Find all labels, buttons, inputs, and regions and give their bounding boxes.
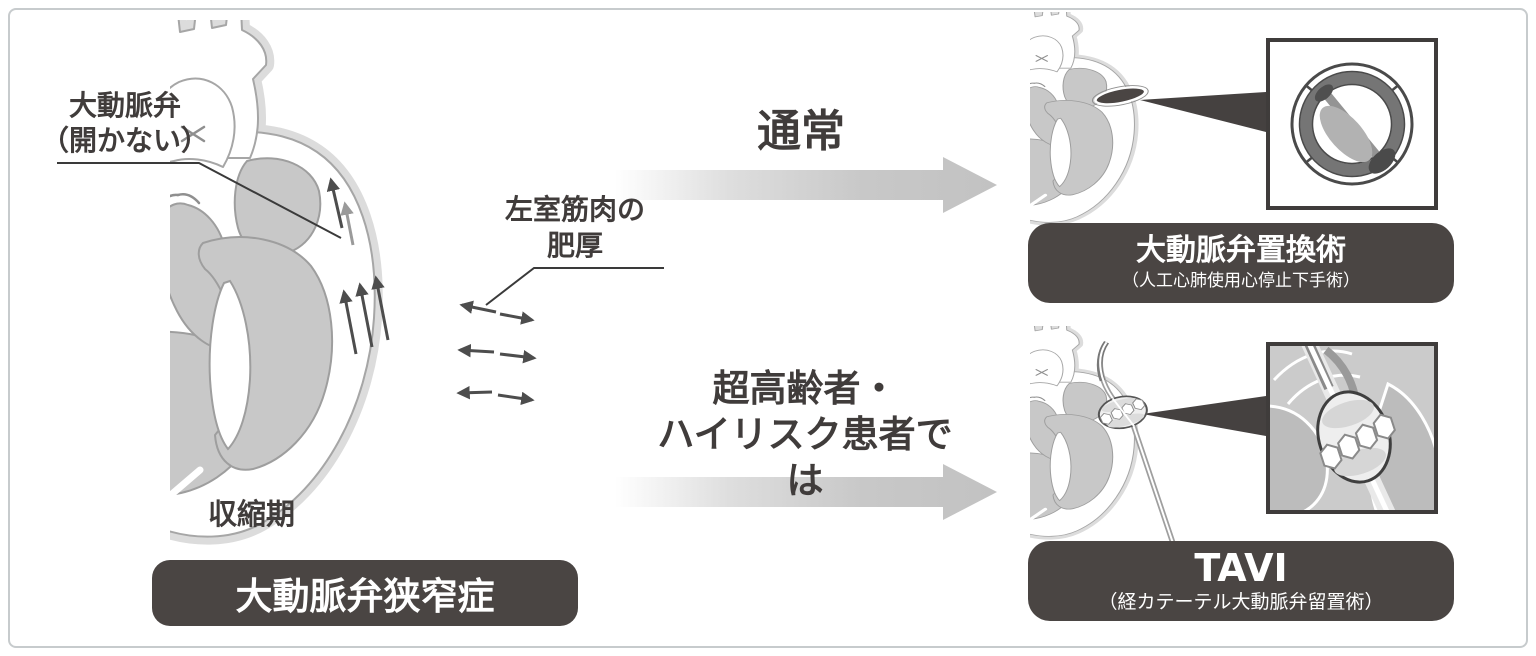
aortic-valve-annotation-line1: 大動脈弁 [68, 89, 181, 122]
lv-hypertrophy-annotation: 左室筋肉の 肥厚 [495, 192, 655, 264]
callout-wedge-icon-bottom [1142, 396, 1266, 436]
avr-heart-diagram [1030, 12, 1149, 240]
tavi-caption: TAVI （経カテーテル大動脈弁留置術） [1028, 541, 1454, 621]
tavi-inset [1266, 342, 1438, 514]
avr-caption: 大動脈弁置換術 （人工心肺使用心停止下手術） [1028, 223, 1454, 303]
blood-jet-up-arrows [326, 177, 390, 355]
aortic-valve-annotation-line2: （開かない） [40, 124, 209, 157]
condition-high-risk: 超高齢者・ ハイリスク患者では [645, 366, 965, 504]
avr-caption-subtitle: （人工心肺使用心停止下手術） [1122, 271, 1360, 291]
stent-valve-icon [1097, 395, 1148, 430]
systole-label: 収縮期 [208, 497, 296, 531]
lv-hypertrophy-annotation-line1: 左室筋肉の [504, 193, 645, 226]
tavi-caption-subtitle: （経カテーテル大動脈弁留置術） [1098, 591, 1384, 613]
tavi-caption-title: TAVI [1194, 546, 1288, 590]
condition-high-risk-line2: ハイリスク患者では [657, 413, 953, 502]
stenosis-caption-text: 大動脈弁狭窄症 [235, 575, 495, 618]
leader-line-aortic-valve [57, 162, 342, 239]
callout-wedge-icon-top [1140, 92, 1266, 132]
mechanical-valve-inset [1266, 38, 1438, 210]
aortic-valve-annotation: 大動脈弁 （開かない） [40, 88, 210, 158]
tavi-heart-diagram [1030, 326, 1177, 547]
condition-high-risk-line1: 超高齢者・ [712, 367, 898, 410]
mechanical-valve-icon [1290, 62, 1414, 186]
flow-arrow-icon-highrisk [615, 464, 997, 520]
wall-thickening-arrows [456, 300, 537, 406]
figure-frame-border [8, 8, 1528, 648]
lv-hypertrophy-annotation-line2: 肥厚 [546, 229, 603, 262]
flow-arrow-icon-normal [615, 157, 997, 213]
leader-line-hypertrophy [485, 267, 664, 306]
stenosis-heart-diagram [170, 20, 537, 580]
stenosis-caption: 大動脈弁狭窄症 [152, 560, 578, 626]
tavi-valve-icon [1270, 346, 1434, 510]
avr-caption-title: 大動脈弁置換術 [1136, 233, 1346, 268]
replaced-valve-icon [1091, 85, 1149, 107]
condition-normal: 通常 [757, 106, 845, 157]
